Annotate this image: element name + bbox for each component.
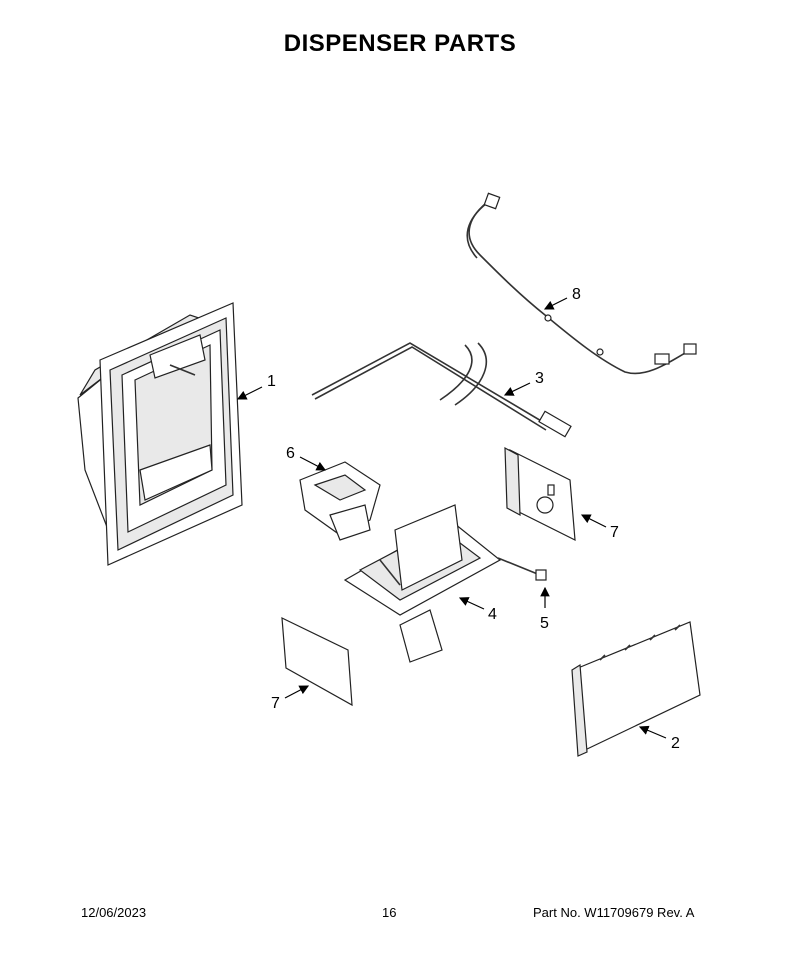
part-7-pad-lower <box>281 617 353 707</box>
callout-8: 8 <box>572 286 581 303</box>
page-title: DISPENSER PARTS <box>283 30 517 57</box>
callout-6: 6 <box>286 445 295 462</box>
callout-4: 4 <box>488 606 497 623</box>
part-1-dispenser-housing <box>77 302 243 566</box>
leader-8 <box>543 297 568 310</box>
footer-page-number: 16 <box>382 905 397 920</box>
part-4-lever-assembly <box>343 504 502 663</box>
callout-7-lower: 7 <box>271 695 280 712</box>
callout-1: 1 <box>267 373 276 390</box>
leader-1 <box>236 386 263 400</box>
callout-3: 3 <box>535 370 544 387</box>
part-8-wire-harness <box>466 192 697 375</box>
footer-part-number: Part No. W11709679 Rev. A <box>533 905 695 920</box>
part-6-actuator <box>299 461 381 541</box>
callout-2: 2 <box>671 735 680 752</box>
leader-6 <box>299 456 327 471</box>
leader-3 <box>503 382 531 396</box>
callout-7-upper: 7 <box>610 524 619 541</box>
leader-4 <box>458 597 485 610</box>
part-2-trim-panel <box>571 621 701 757</box>
leader-7b <box>284 685 310 699</box>
part-5-screw <box>497 557 547 581</box>
callout-5: 5 <box>540 615 549 632</box>
leader-7a <box>580 514 607 528</box>
leader-2 <box>638 725 667 739</box>
part-3-water-tube <box>311 342 572 438</box>
footer-date: 12/06/2023 <box>81 905 147 920</box>
part-7-side-cover-upper <box>504 446 576 542</box>
